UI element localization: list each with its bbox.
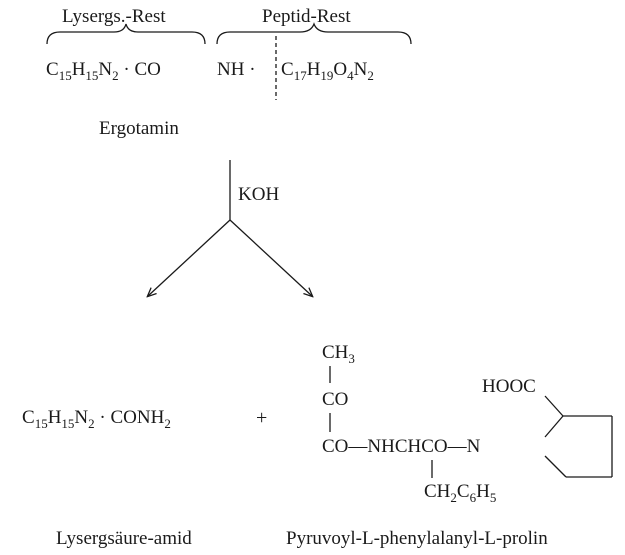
benzyl-group: CH2C6H5 [424,481,496,505]
ring-bond-n-ch2 [544,455,567,478]
keto-co-group: CO [322,389,348,410]
peptide-backbone: CO—NHCHCO—N [322,436,481,457]
arrow-left [148,219,231,296]
plus-sign: + [256,407,267,429]
reagent-koh: KOH [238,184,279,205]
ergotamin-name: Ergotamin [99,118,179,139]
methyl-group: CH3 [322,342,355,366]
lyserg-rest-label: Lysergs.-Rest [62,6,166,27]
ring-bond-ch-n [544,415,564,438]
pyruvoyl-prolin-name: Pyruvoyl-L-phenylalanyl-L-prolin [286,528,548,549]
bond-hooc-ring [544,395,564,417]
peptid-brace [216,22,412,45]
arrow-right [229,219,312,296]
lysergsaeure-amid-formula: C15H15N2 · CONH2 [22,407,171,431]
lyserg-brace [46,23,206,45]
ergotamin-formula-mid: NH · [217,59,256,80]
peptid-rest-label: Peptid-Rest [262,6,351,27]
lysergsaeure-amid-name: Lysergsäure-amid [56,528,192,549]
carboxyl-group: HOOC [482,376,536,397]
ergotamin-formula-right: C17H19O4N2 [281,59,374,83]
ergotamin-formula-left: C15H15N2 · CO [46,59,161,83]
